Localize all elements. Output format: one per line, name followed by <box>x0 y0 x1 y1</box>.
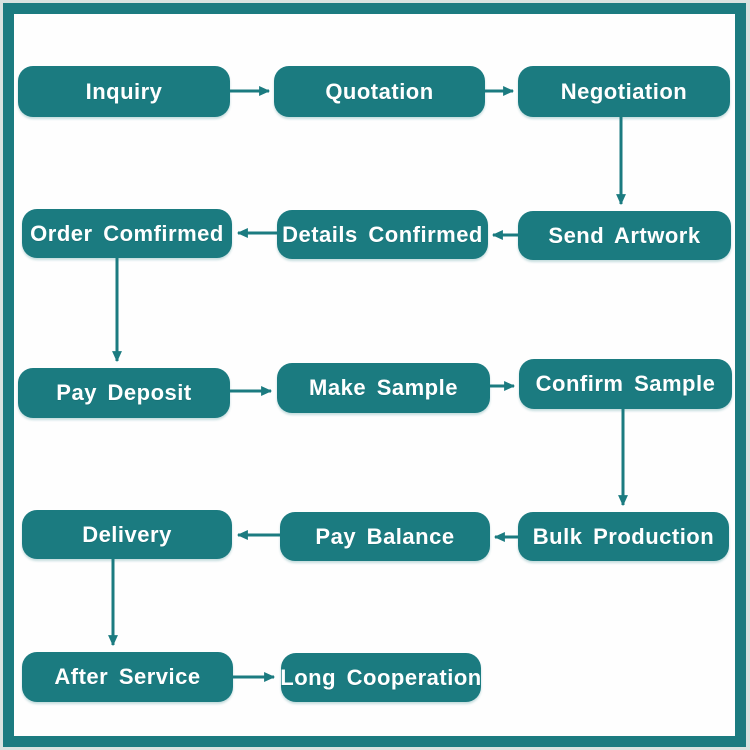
node-order-comfirmed: Order Comfirmed <box>22 209 232 258</box>
node-confirm-sample: Confirm Sample <box>519 359 732 409</box>
node-delivery: Delivery <box>22 510 232 559</box>
node-send-artwork: Send Artwork <box>518 211 731 260</box>
node-negotiation: Negotiation <box>518 66 730 117</box>
node-bulk-production-label: Bulk Production <box>532 523 715 549</box>
node-quotation-label: Quotation <box>325 78 434 104</box>
node-pay-deposit-label: Pay Deposit <box>56 380 192 405</box>
node-pay-balance-label: Pay Balance <box>315 523 455 549</box>
node-pay-balance: Pay Balance <box>280 512 490 561</box>
node-long-cooperation-label: Long Cooperation <box>280 664 482 690</box>
node-details-confirmed-label: Details Confirmed <box>282 221 483 247</box>
node-negotiation-label: Negotiation <box>560 78 688 104</box>
node-inquiry-label: Inquiry <box>85 78 163 104</box>
node-make-sample: Make Sample <box>277 363 490 413</box>
node-long-cooperation: Long Cooperation <box>280 653 482 702</box>
node-inquiry: Inquiry <box>18 66 230 117</box>
node-order-comfirmed-label: Order Comfirmed <box>30 220 224 246</box>
node-quotation: Quotation <box>274 66 485 117</box>
node-details-confirmed: Details Confirmed <box>277 210 488 259</box>
node-delivery-label: Delivery <box>82 521 172 547</box>
node-bulk-production: Bulk Production <box>518 512 729 561</box>
node-send-artwork-label: Send Artwork <box>548 222 701 248</box>
node-confirm-sample-label: Confirm Sample <box>535 371 716 396</box>
node-pay-deposit: Pay Deposit <box>18 368 230 418</box>
node-after-service-label: After Service <box>54 664 201 689</box>
node-after-service: After Service <box>22 652 233 702</box>
node-make-sample-label: Make Sample <box>309 375 458 400</box>
